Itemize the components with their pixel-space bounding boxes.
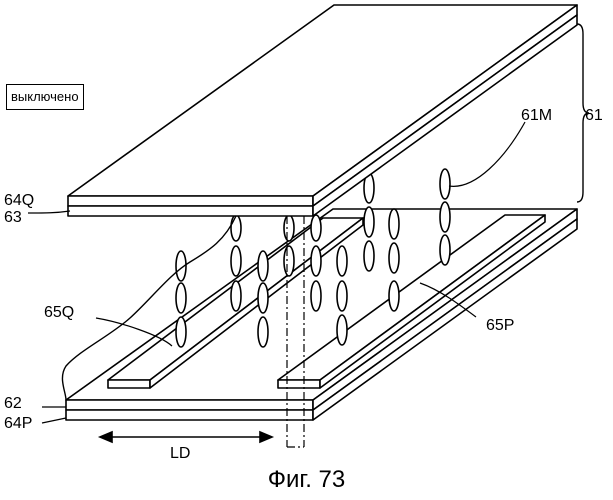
label-63: 63 [4, 209, 22, 226]
label-64P: 64P [4, 415, 32, 432]
label-61: 61 [585, 107, 603, 124]
label-64Q: 64Q [4, 192, 34, 209]
figure-caption: Фиг. 73 [0, 466, 613, 494]
label-65P: 65P [486, 317, 514, 334]
label-65Q: 65Q [44, 304, 74, 321]
label-61M: 61M [521, 107, 552, 124]
ld-dimension-arrow [100, 432, 272, 442]
label-62: 62 [4, 395, 22, 412]
upper-substrate-63 [68, 5, 577, 216]
label-LD: LD [170, 445, 190, 462]
